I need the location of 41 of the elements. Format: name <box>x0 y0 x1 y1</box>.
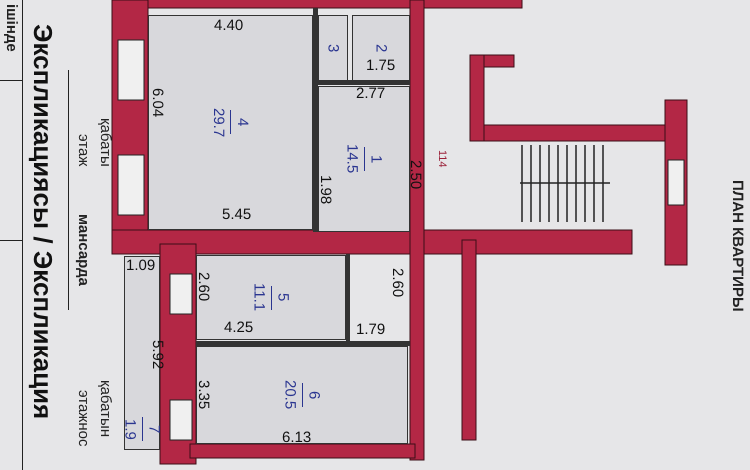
dimension-label: 1.75 <box>366 58 396 73</box>
room-number: 3 <box>326 44 340 52</box>
room-area: 1.9 <box>122 418 138 440</box>
room-area: 14.5 <box>344 144 360 174</box>
note-text: ішінде <box>4 4 19 52</box>
dimension-label: 4.40 <box>214 18 244 33</box>
room-area: 11.1 <box>252 283 266 312</box>
room <box>352 15 410 81</box>
room-number: 4 <box>235 118 250 127</box>
note-text: мансарда <box>76 214 91 286</box>
dimension-label: 5.45 <box>222 207 252 222</box>
dimension-label: 1.79 <box>356 322 386 337</box>
note-text: қабаты <box>98 118 113 167</box>
dimension-label: 6.13 <box>282 430 312 445</box>
note-text: ПЛАН КВАРТИРЫ <box>730 180 745 312</box>
dimension-label: 6.04 <box>150 88 165 118</box>
room <box>318 86 410 232</box>
room <box>196 346 408 444</box>
room-number: 2 <box>374 44 388 52</box>
room-area: 20.5 <box>282 380 298 410</box>
heading: Экспликациясы / Экспликация <box>30 24 56 420</box>
room <box>148 15 313 230</box>
room-number: 7 <box>146 424 162 434</box>
note-text: этажнос <box>76 390 91 447</box>
dimension-label: 2.77 <box>356 86 386 101</box>
dimension-label: 2.60 <box>196 272 211 302</box>
dimension-label: 114 <box>436 150 447 168</box>
dimension-label: 1.98 <box>318 175 333 204</box>
room-number: 5 <box>276 293 290 302</box>
dimension-label: 5.92 <box>150 340 165 370</box>
dimension-label: 2.50 <box>408 160 423 190</box>
room-number: 6 <box>306 390 322 400</box>
dimension-label: 2.60 <box>390 268 405 298</box>
room-number: 1 <box>368 154 384 164</box>
dimension-label: 3.35 <box>196 380 211 410</box>
dimension-label: 1.09 <box>126 258 156 273</box>
room <box>318 15 348 81</box>
room <box>196 255 346 340</box>
room-area: 29.7 <box>211 108 226 138</box>
dimension-label: 4.25 <box>224 320 254 335</box>
note-text: этаж <box>76 134 91 166</box>
